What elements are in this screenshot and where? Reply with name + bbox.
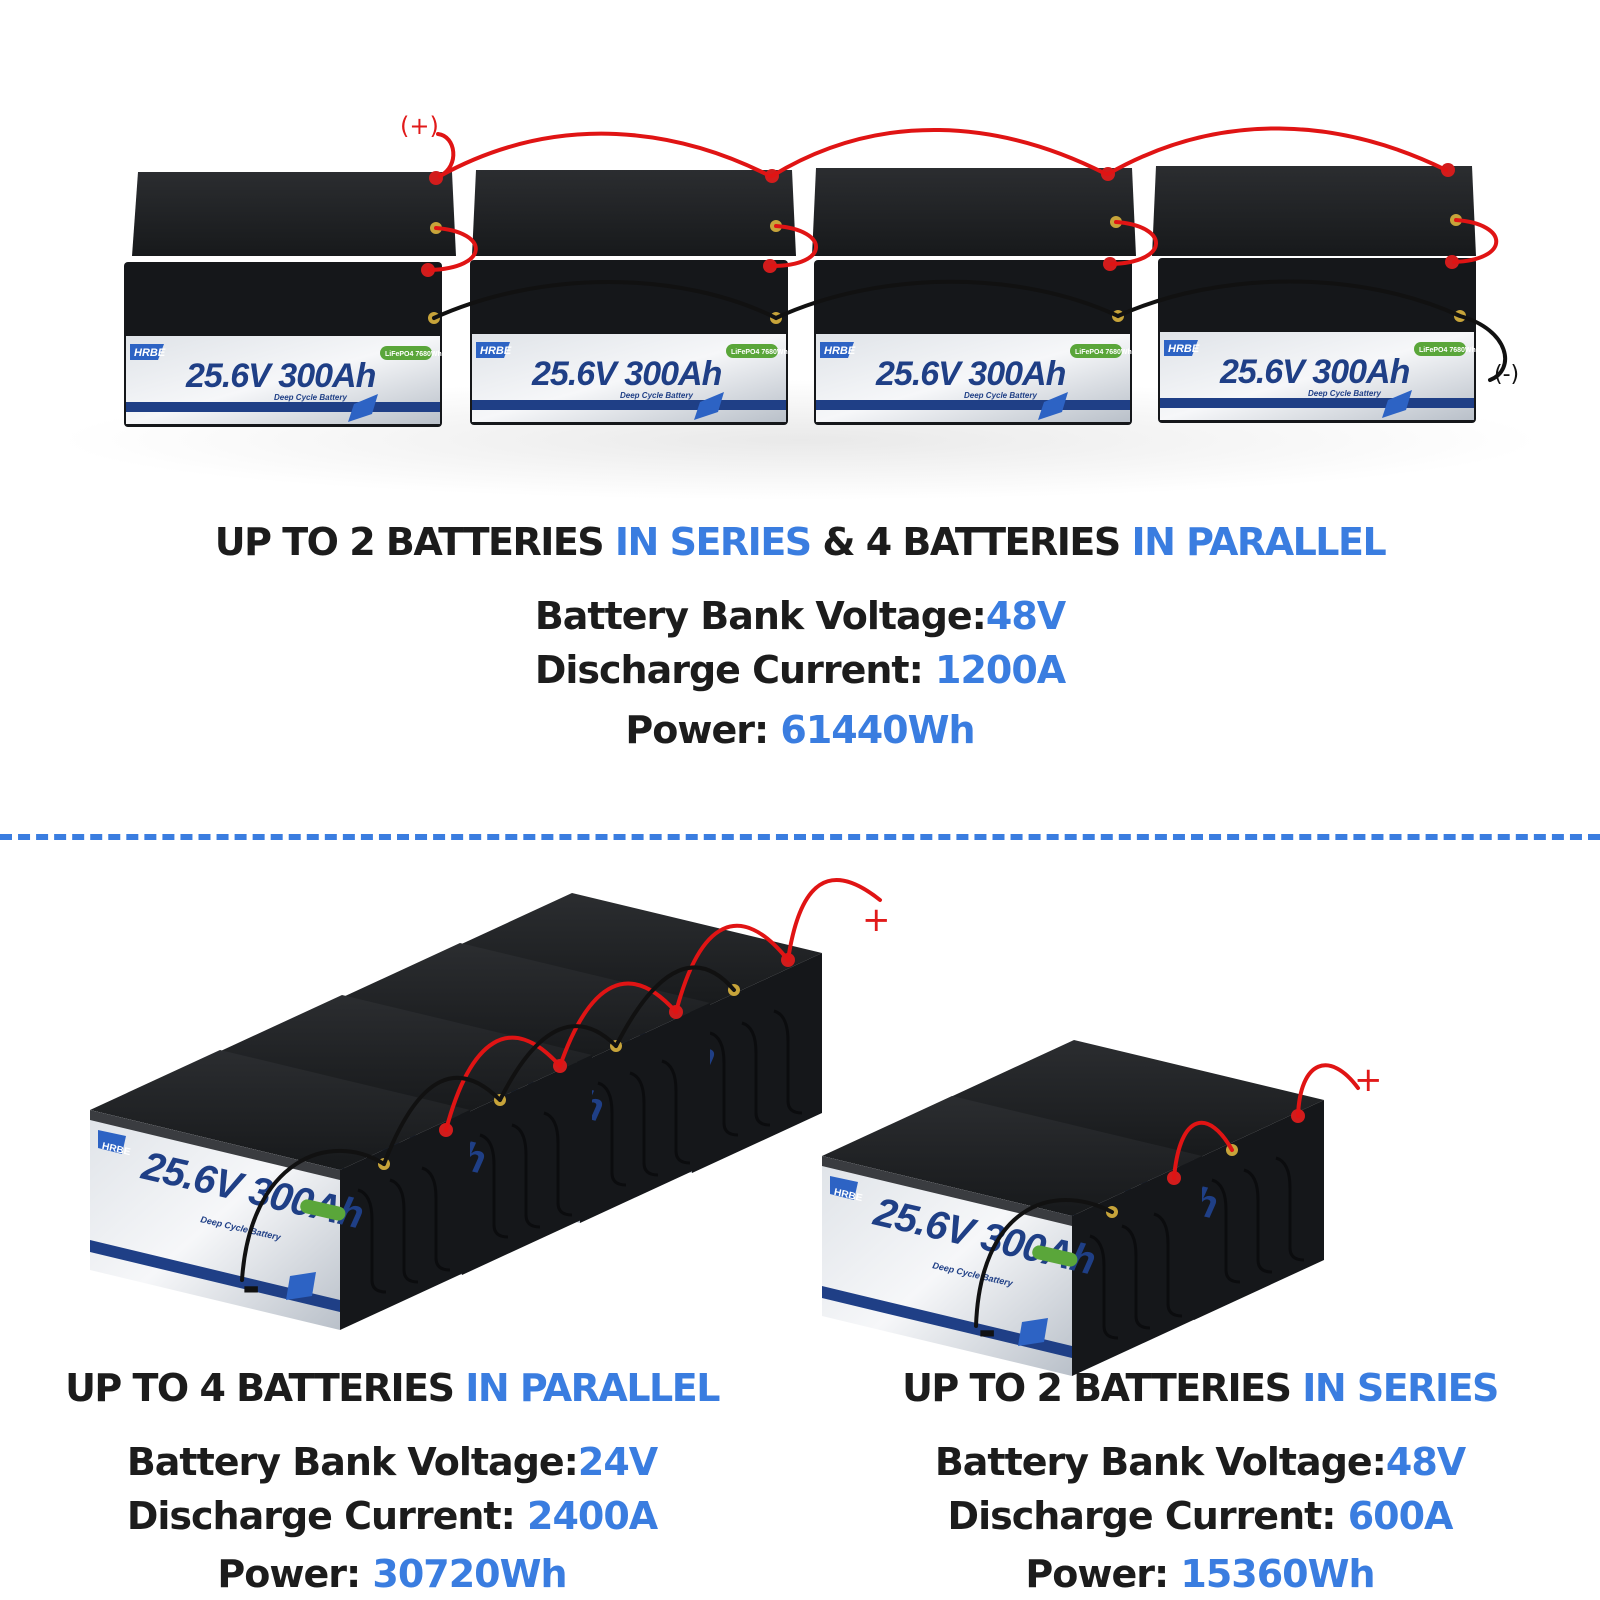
top-negative-marker: (-) bbox=[1494, 362, 1520, 387]
parallel-cables bbox=[240, 878, 882, 1282]
top-heading: UP TO 2 BATTERIES IN SERIES & 4 BATTERIE… bbox=[0, 520, 1600, 564]
top-power-line: Power: 61440Wh bbox=[0, 708, 1600, 752]
top-power-label: Power: bbox=[625, 708, 781, 752]
parallel-positive-marker: + bbox=[862, 900, 891, 940]
parallel-current-line: Discharge Current: 2400A bbox=[0, 1494, 784, 1538]
parallel-current-value: 2400A bbox=[527, 1494, 658, 1538]
parallel-heading: UP TO 4 BATTERIES IN PARALLEL bbox=[0, 1366, 784, 1410]
series-batteries bbox=[820, 1038, 1326, 1378]
parallel-voltage-label: Battery Bank Voltage: bbox=[126, 1440, 579, 1484]
series-heading: UP TO 2 BATTERIES IN SERIES bbox=[800, 1366, 1600, 1410]
top-voltage-line: Battery Bank Voltage:48V bbox=[0, 594, 1600, 638]
series-power-value: 15360Wh bbox=[1180, 1552, 1375, 1596]
series-voltage-label: Battery Bank Voltage: bbox=[934, 1440, 1387, 1484]
series-cables bbox=[974, 1063, 1360, 1328]
parallel-power-value: 30720Wh bbox=[372, 1552, 567, 1596]
parallel-voltage-value: 24V bbox=[577, 1440, 658, 1484]
series-voltage-value: 48V bbox=[1385, 1440, 1466, 1484]
parallel-heading-part1: UP TO 4 BATTERIES bbox=[65, 1366, 466, 1410]
section-divider bbox=[0, 834, 1600, 840]
top-current-value: 1200A bbox=[935, 648, 1066, 692]
top-power-value: 61440Wh bbox=[780, 708, 975, 752]
parallel-heading-accent: IN PARALLEL bbox=[465, 1366, 720, 1410]
parallel-negative-marker: - bbox=[242, 1262, 261, 1313]
parallel-power-label: Power: bbox=[217, 1552, 373, 1596]
parallel-power-line: Power: 30720Wh bbox=[0, 1552, 784, 1596]
series-positive-marker: + bbox=[1354, 1060, 1383, 1100]
parallel-current-label: Discharge Current: bbox=[126, 1494, 527, 1538]
series-negative-marker: - bbox=[978, 1306, 997, 1357]
series-heading-accent: IN SERIES bbox=[1302, 1366, 1499, 1410]
parallel-batteries bbox=[88, 891, 824, 1332]
series-current-line: Discharge Current: 600A bbox=[800, 1494, 1600, 1538]
series-current-value: 600A bbox=[1347, 1494, 1454, 1538]
series-voltage-line: Battery Bank Voltage:48V bbox=[800, 1440, 1600, 1484]
series-power-line: Power: 15360Wh bbox=[800, 1552, 1600, 1596]
series-current-label: Discharge Current: bbox=[947, 1494, 1348, 1538]
top-heading-series: IN SERIES bbox=[614, 520, 812, 564]
top-cables bbox=[428, 126, 1508, 382]
series-heading-part1: UP TO 2 BATTERIES bbox=[902, 1366, 1303, 1410]
series-power-label: Power: bbox=[1025, 1552, 1181, 1596]
top-heading-parallel: IN PARALLEL bbox=[1131, 520, 1386, 564]
top-heading-part3: & 4 BATTERIES bbox=[810, 520, 1132, 564]
top-voltage-label: Battery Bank Voltage: bbox=[534, 594, 987, 638]
parallel-voltage-line: Battery Bank Voltage:24V bbox=[0, 1440, 784, 1484]
top-current-line: Discharge Current: 1200A bbox=[0, 648, 1600, 692]
top-heading-part1: UP TO 2 BATTERIES bbox=[214, 520, 615, 564]
top-positive-marker: (+) bbox=[400, 112, 439, 140]
top-voltage-value: 48V bbox=[985, 594, 1066, 638]
top-rear-row bbox=[132, 166, 1476, 256]
top-current-label: Discharge Current: bbox=[534, 648, 935, 692]
